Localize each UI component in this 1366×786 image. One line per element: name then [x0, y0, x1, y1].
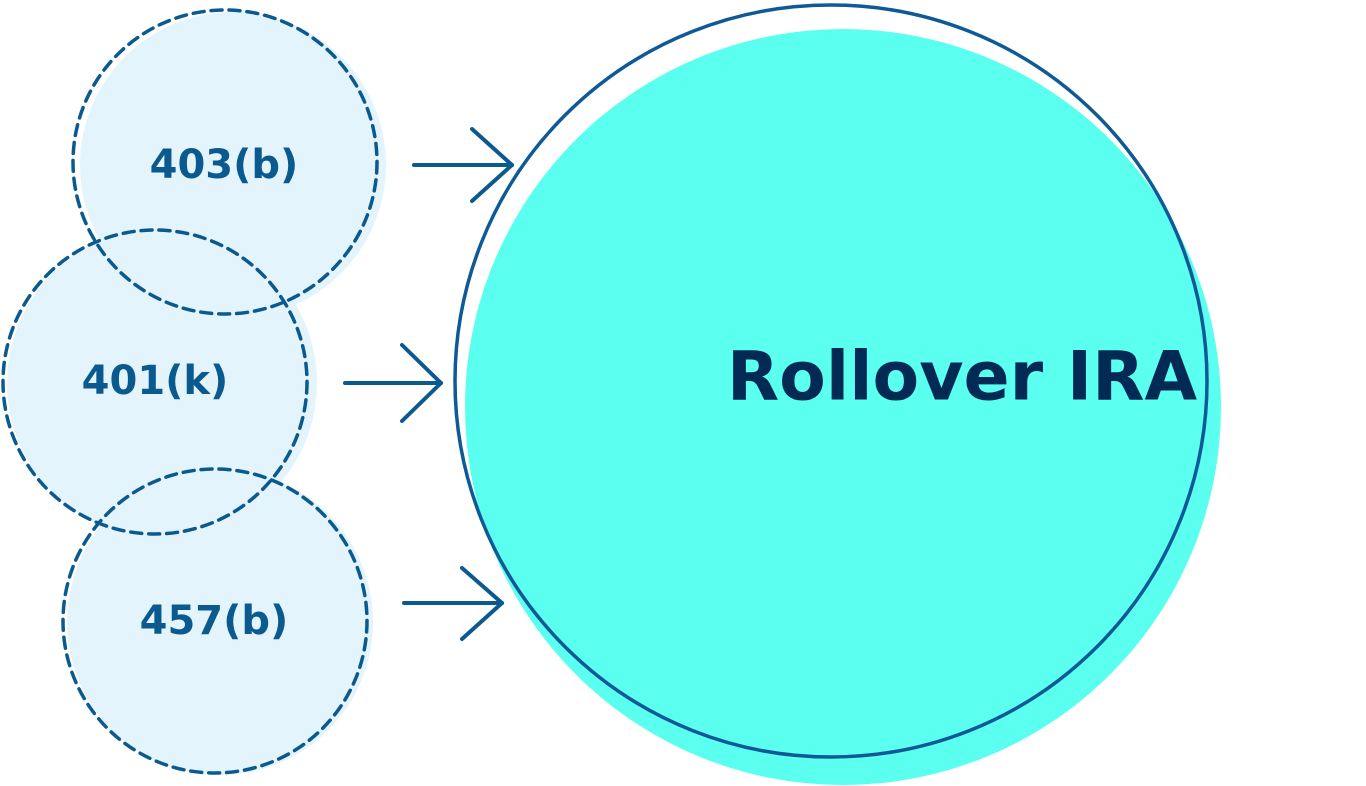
destination-node: Rollover IRA: [453, 3, 1221, 785]
source-label-401k: 401(k): [82, 358, 229, 404]
arrows: [343, 127, 514, 641]
arrow-right-icon: [402, 566, 504, 641]
destination-fill: [465, 29, 1221, 785]
arrow-right-icon: [412, 127, 514, 203]
source-label-457b: 457(b): [140, 598, 289, 644]
arrow-right-icon: [343, 343, 443, 423]
source-fills: [7, 12, 386, 775]
source-fill-457b: [67, 469, 373, 775]
source-label-403b: 403(b): [150, 142, 299, 188]
source-labels: 403(b) 401(k) 457(b): [82, 142, 299, 644]
source-outline-403b: [71, 8, 379, 316]
destination-label: Rollover IRA: [727, 338, 1198, 417]
source-outline-401k: [1, 228, 309, 536]
source-outlines: [1, 8, 379, 775]
source-fill-401k: [7, 228, 317, 538]
source-outline-457b: [61, 467, 369, 775]
destination-outline: [453, 3, 1209, 759]
